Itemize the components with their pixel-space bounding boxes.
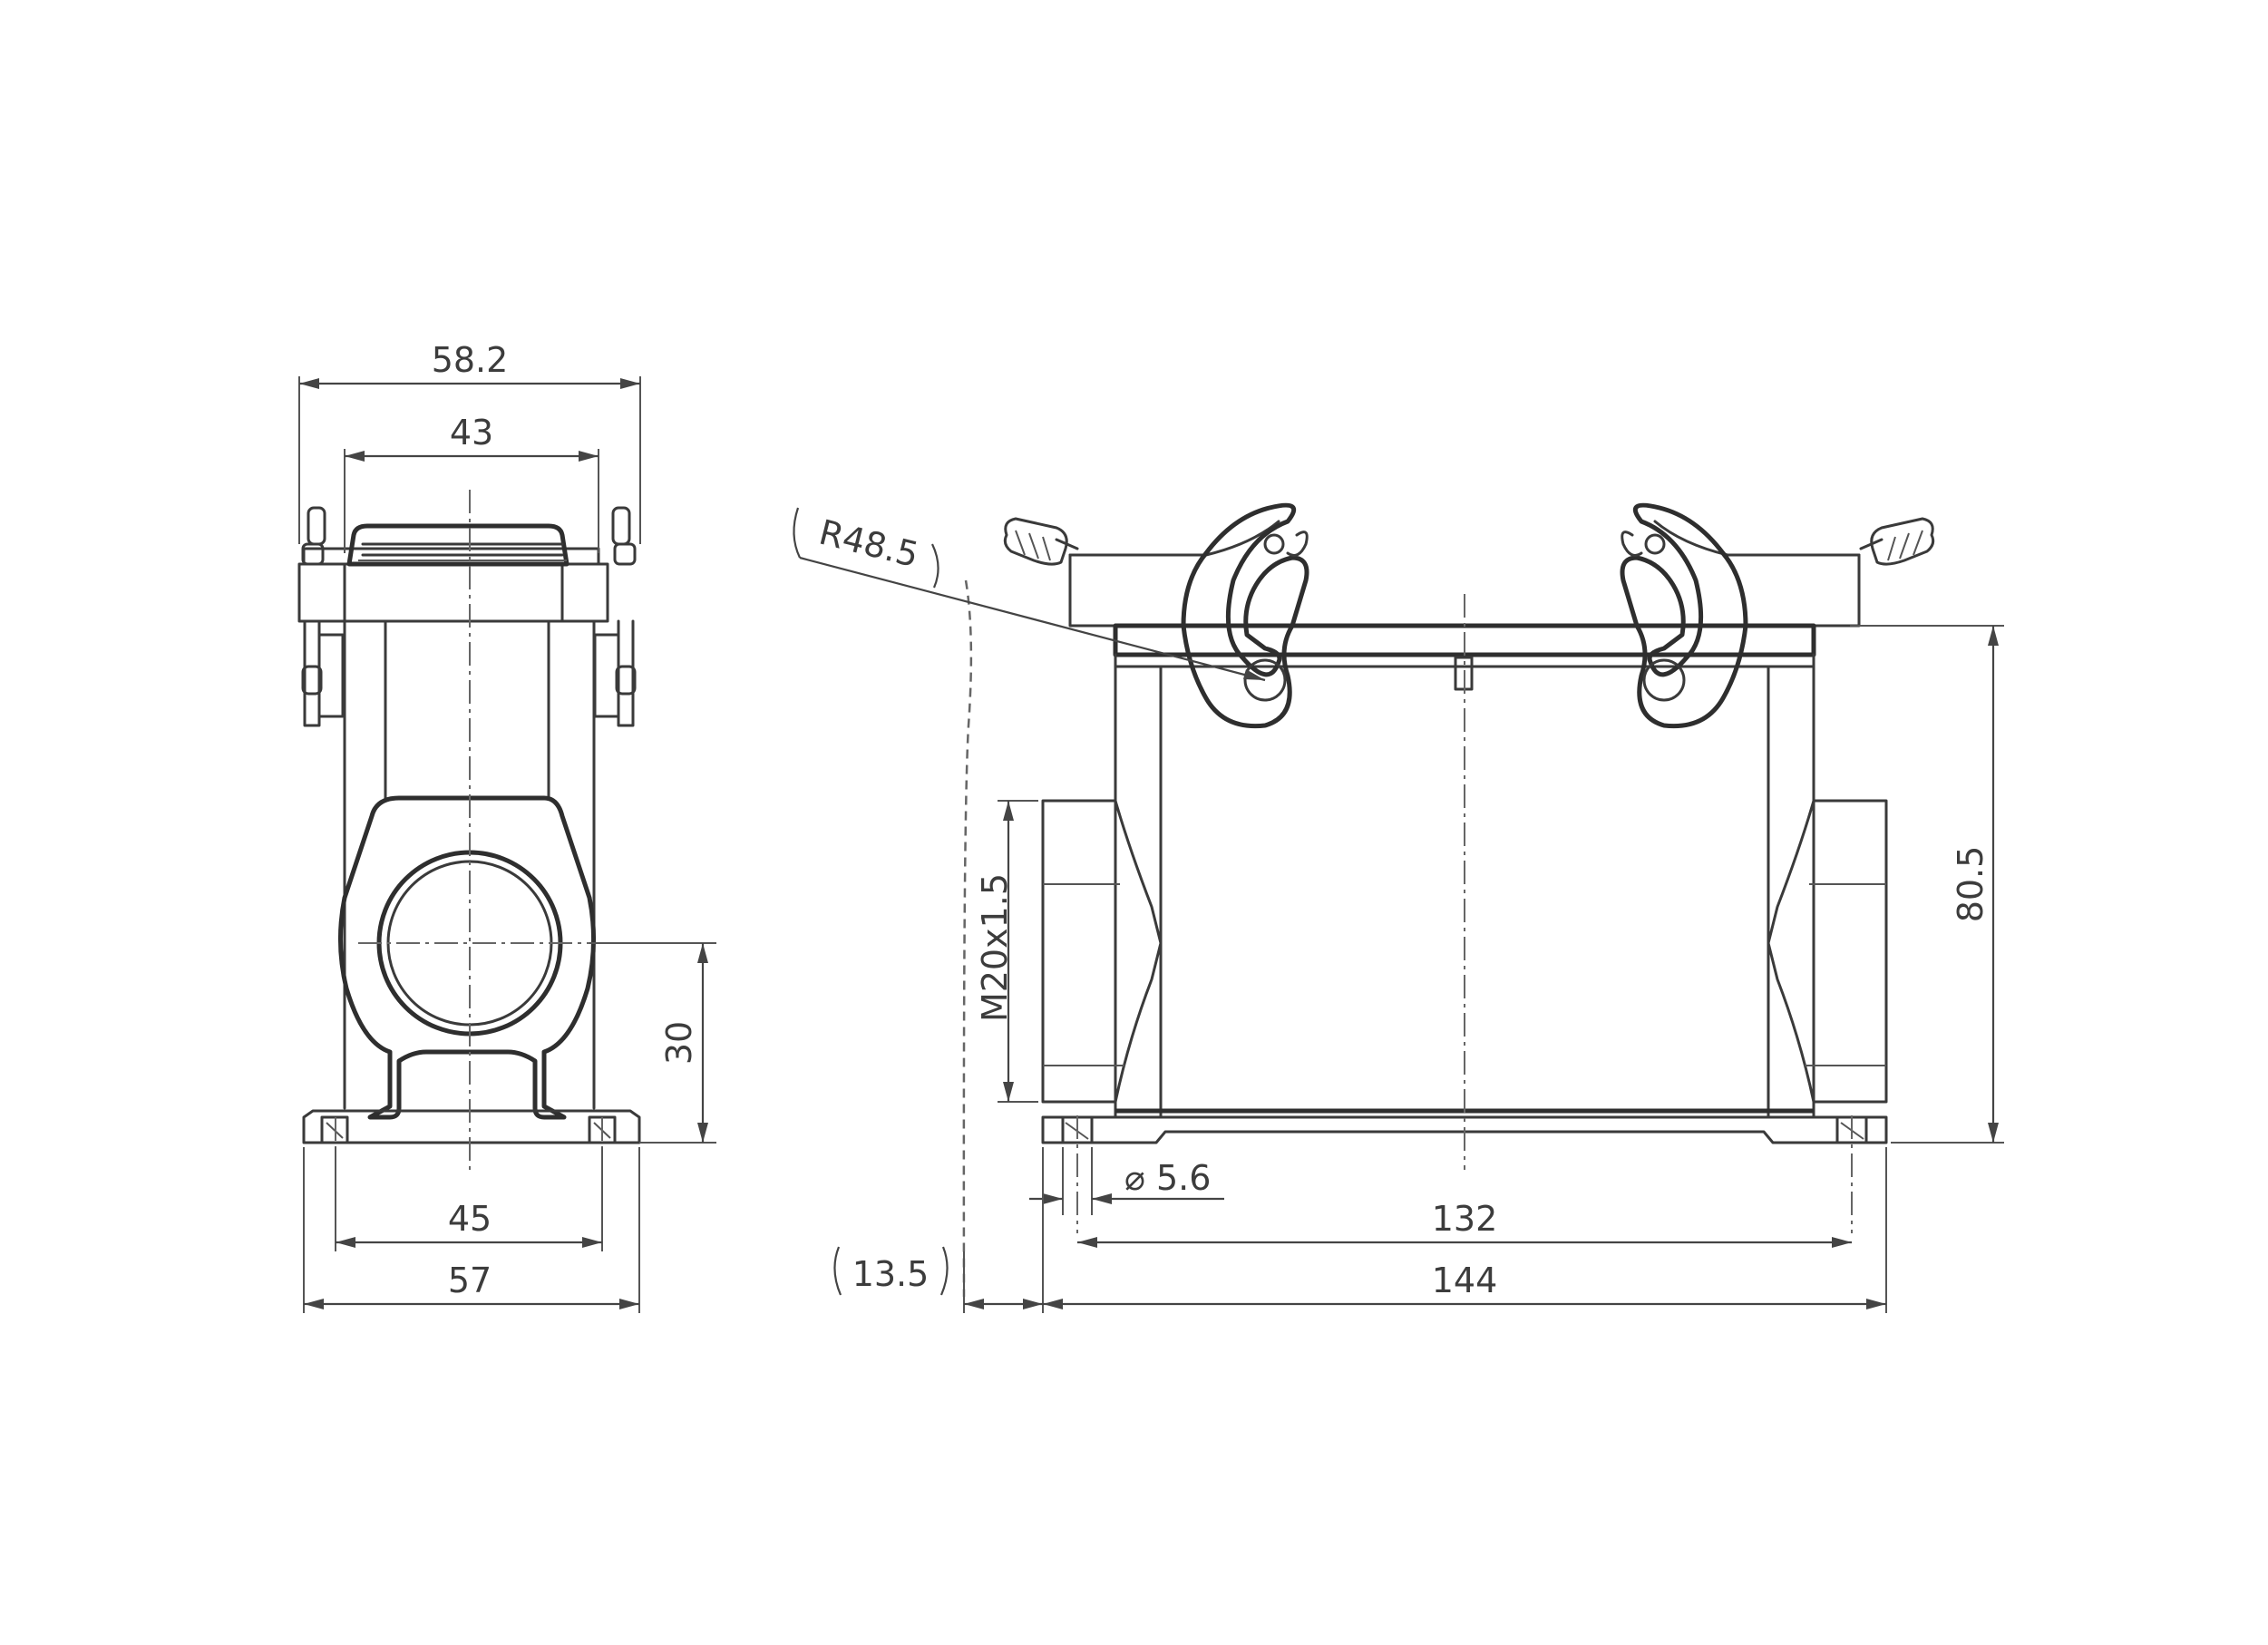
dim-hole-spacing-side-label: 132 bbox=[1432, 1199, 1498, 1239]
dim-offset-label: 13.5 bbox=[852, 1254, 930, 1294]
dim-width-overall: 58.2 bbox=[298, 340, 641, 544]
dim-hole-spacing-front-label: 45 bbox=[448, 1199, 492, 1239]
dim-hole-diameter-label: 5.6 bbox=[1156, 1158, 1211, 1198]
side-left-grip bbox=[1003, 517, 1079, 566]
side-right-lever bbox=[1620, 502, 1748, 729]
side-left-entry bbox=[1041, 799, 1163, 1104]
side-view bbox=[962, 502, 1935, 1298]
front-lid bbox=[297, 523, 609, 623]
dim-entry-height-label: 30 bbox=[659, 1021, 699, 1065]
front-right-latch bbox=[593, 506, 637, 727]
side-right-entry bbox=[1767, 799, 1888, 1104]
dim-hole-diameter: ⌀ 5.6 bbox=[1029, 1147, 1224, 1215]
lever-swing-arc bbox=[962, 579, 973, 1298]
side-left-lever bbox=[1181, 502, 1309, 729]
dim-width-top: 43 bbox=[344, 413, 599, 553]
dim-overall-length-label: 144 bbox=[1432, 1261, 1498, 1300]
dim-height: 80.5 bbox=[1850, 625, 2004, 1144]
dim-thread-label: M20x1.5 bbox=[975, 873, 1015, 1022]
dim-base-width-label: 57 bbox=[448, 1261, 492, 1300]
front-base bbox=[302, 1109, 641, 1144]
side-hole-centerlines bbox=[1076, 1115, 1853, 1233]
dim-base-width: 57 bbox=[303, 1147, 640, 1313]
dim-width-top-label: 43 bbox=[450, 413, 493, 453]
side-right-grip bbox=[1859, 517, 1935, 566]
side-housing bbox=[1114, 665, 1815, 1119]
front-view bbox=[297, 490, 641, 1170]
dim-hole-spacing-side: 132 bbox=[1077, 1199, 1852, 1248]
dim-overall-length: 144 bbox=[1042, 1147, 1887, 1313]
dim-width-overall-label: 58.2 bbox=[432, 340, 509, 380]
dim-thread: M20x1.5 bbox=[975, 800, 1038, 1103]
dim-height-label: 80.5 bbox=[1951, 846, 1991, 923]
dim-entry-height: 30 bbox=[589, 942, 716, 1144]
dim-offset: 13.5 bbox=[833, 1246, 1043, 1313]
front-body bbox=[337, 619, 597, 1120]
diameter-symbol-icon: ⌀ bbox=[1124, 1158, 1145, 1198]
front-left-latch bbox=[301, 506, 345, 727]
dim-hole-spacing-front: 45 bbox=[335, 1147, 603, 1251]
